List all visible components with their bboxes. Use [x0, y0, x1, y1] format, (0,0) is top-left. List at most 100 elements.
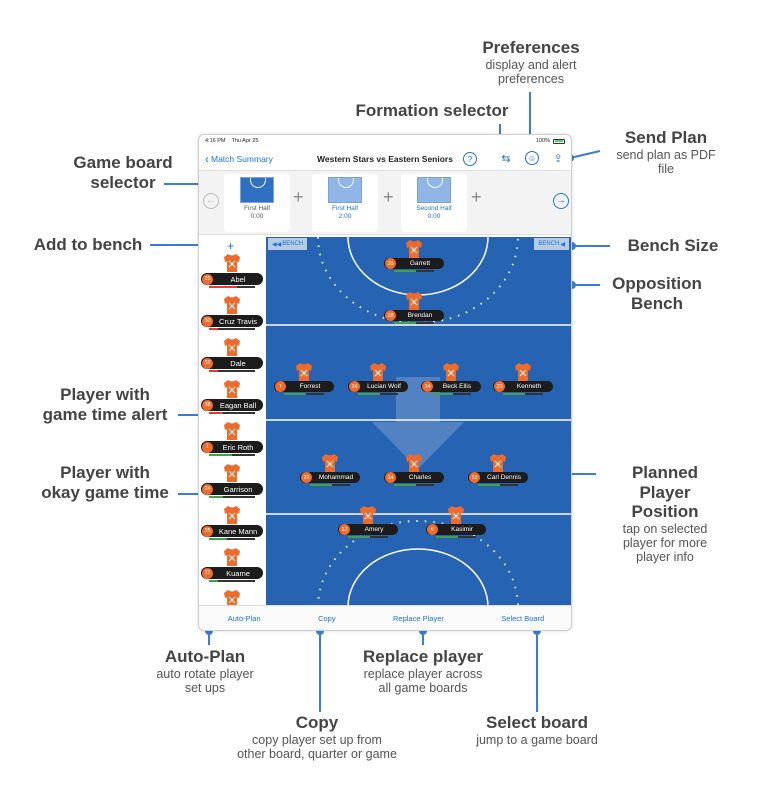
annotation-sub: display and alert [485, 57, 577, 72]
jersey-number: 7 [275, 381, 286, 392]
annotation-title: Opposition [612, 274, 702, 293]
annotation-sub: replace player across [363, 666, 483, 681]
game-time-bar [394, 322, 434, 324]
annotation-title: Player with [60, 385, 150, 404]
board-thumb[interactable]: First Half 2:00 [312, 174, 378, 232]
game-time-bar [436, 536, 476, 538]
preferences-icon[interactable]: ☺ [525, 151, 539, 165]
add-to-bench-button[interactable]: + [227, 239, 235, 253]
jersey-number: 14 [385, 472, 396, 483]
game-time-bar [431, 393, 471, 395]
jersey-number: 24 [349, 381, 360, 392]
annotation-title: Add to bench [33, 235, 143, 254]
board-thumb[interactable]: First Half 0:00 [224, 174, 290, 232]
jersey-icon [223, 505, 241, 525]
annotation-title: Preferences [482, 38, 580, 57]
board-time: 0:00 [250, 213, 264, 221]
annotation-add-bench: Add to bench [34, 235, 143, 255]
auto-plan-button[interactable]: Auto-Plan [227, 613, 261, 623]
add-board-icon[interactable]: + [293, 187, 304, 207]
game-time-bar [209, 580, 255, 582]
board-thumb[interactable]: Second Half 0:00 [401, 174, 467, 232]
annotation-title: selector [90, 172, 156, 192]
jersey-number: 22 [301, 472, 312, 483]
jersey-icon [442, 362, 460, 382]
share-icon[interactable]: ⇪ [553, 152, 563, 165]
player-name: Mohammad [318, 474, 354, 481]
game-time-bar [209, 328, 255, 330]
jersey-icon [514, 362, 532, 382]
jersey-icon [447, 505, 465, 525]
player-name: Dale [230, 358, 246, 368]
jersey-icon [223, 589, 241, 609]
jersey-icon [369, 362, 387, 382]
chevron-left-icon: ◀ [560, 241, 565, 248]
board-name: First Half [332, 205, 358, 212]
field-player[interactable]: 22 Mohammad [300, 453, 360, 486]
replace-player-button[interactable]: Replace Player [393, 613, 444, 623]
field-player[interactable]: 7 Forrest [274, 362, 334, 395]
formation-selector-icon[interactable]: ⇆ [501, 152, 511, 165]
annotation-sub: tap on selected [622, 521, 708, 536]
annotation-sub: auto rotate player [156, 666, 254, 681]
jersey-number: 6 [427, 524, 438, 535]
game-time-bar [358, 393, 398, 395]
bench-size-button[interactable]: ◀◀ BENCH [268, 238, 308, 250]
add-board-icon[interactable]: + [383, 187, 394, 207]
prev-board-icon[interactable]: ← [203, 193, 219, 209]
annotation-title: Game board [73, 153, 173, 172]
chevron-left-icon: ‹ [205, 151, 209, 166]
board-name: First Half [244, 205, 270, 212]
player-name: Forrest [299, 383, 321, 390]
board-preview [240, 177, 274, 203]
battery-icon [553, 138, 565, 144]
help-icon[interactable]: ? [463, 152, 477, 166]
game-time-bar [503, 393, 543, 395]
bench-label: BENCH [538, 241, 560, 247]
bench-player-partial[interactable] [201, 589, 263, 625]
next-board-icon[interactable]: → [553, 193, 569, 209]
player-name: Carl Dennis [487, 474, 521, 481]
annotation-title: Replace player [362, 647, 484, 666]
annotation-game-board: Game board selector [73, 153, 172, 192]
annotation-sub: all game boards [378, 680, 468, 695]
player-name: Abel [230, 274, 246, 284]
back-button[interactable]: ‹ Match Summary [205, 153, 273, 165]
add-board-icon[interactable]: + [471, 187, 482, 207]
player-name: Kane Mann [218, 526, 258, 536]
board-time: 2:00 [338, 213, 352, 221]
annotation-title: game time alert [42, 404, 168, 424]
copy-button[interactable]: Copy [318, 613, 336, 623]
select-board-button[interactable]: Select Board [501, 613, 545, 623]
opposition-bench-button[interactable]: BENCH ◀ [534, 238, 569, 250]
game-time-bar [209, 286, 255, 288]
status-date: Thu Apr 25 [231, 138, 259, 144]
player-name: Brendan [407, 312, 433, 319]
annotation-sub: preferences [497, 71, 564, 86]
